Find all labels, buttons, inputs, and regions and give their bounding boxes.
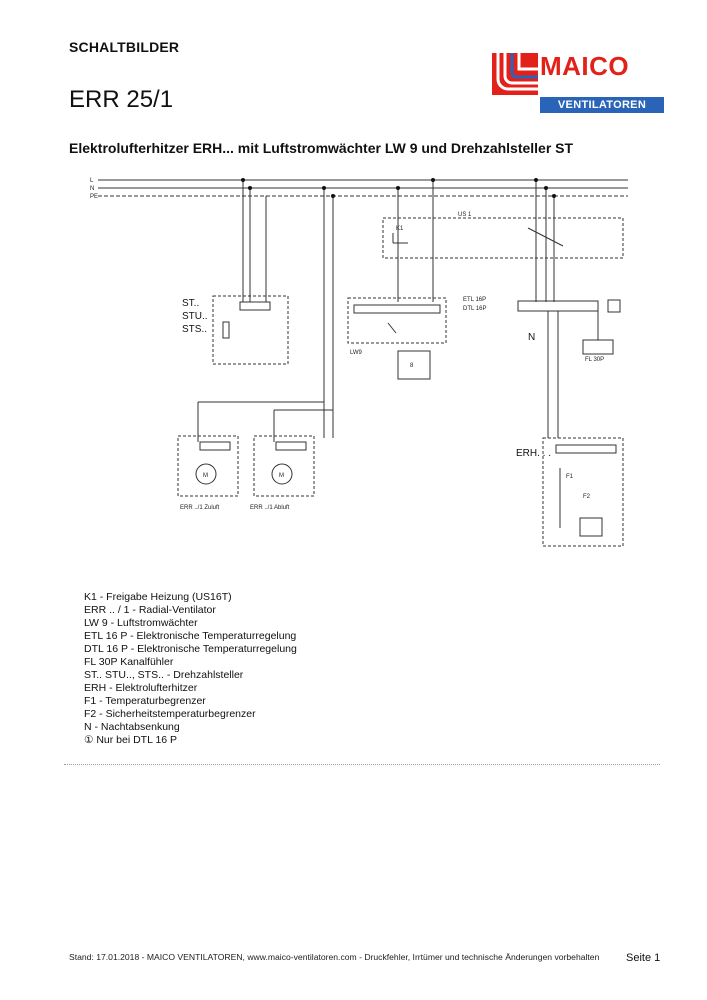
bus-label-l: L [90, 178, 94, 184]
fan-supply-label: ERR ../1 Zuluft [180, 505, 220, 511]
st-label-3: STS.. [182, 324, 207, 335]
st-label-1: ST.. [182, 298, 199, 309]
dtl-label: DTL 16P [463, 306, 486, 312]
brand-logo: MAICO VENTILATOREN [488, 47, 664, 115]
f1-label: F1 [566, 474, 574, 480]
us-label: US 1 [458, 212, 472, 218]
logo-brand-name: MAICO [540, 51, 630, 81]
legend-item: F1 - Temperaturbegrenzer [84, 695, 206, 707]
motor-label-supply: M [203, 473, 208, 479]
etl-label: ETL 16P [463, 297, 486, 303]
st-label-2: STU.. [182, 311, 208, 322]
legend-item: ① Nur bei DTL 16 P [84, 734, 178, 746]
legend-item: ERR .. / 1 - Radial-Ventilator [84, 604, 216, 616]
footer-text: Stand: 17.01.2018 - MAICO VENTILATOREN, … [69, 952, 600, 962]
n-label: N [528, 332, 535, 343]
erh-label: ERH. . . [516, 448, 551, 459]
divider [64, 764, 660, 765]
page-number: Seite 1 [626, 952, 661, 964]
legend-item: FL 30P Kanalfühler [84, 656, 174, 668]
legend-item: LW 9 - Luftstromwächter [84, 617, 198, 629]
logo-mark-icon [492, 53, 538, 95]
legend-item: ST.. STU.., STS.. - Drehzahlsteller [84, 669, 244, 681]
legend-item: ERH - Elektrolufterhitzer [84, 682, 198, 694]
k1-label: K1 [396, 226, 404, 232]
diagram-heading: Elektrolufterhitzer ERH... mit Luftstrom… [69, 140, 574, 156]
legend-item: N - Nachtabsenkung [84, 721, 180, 733]
legend-item: ETL 16 P - Elektronische Temperaturregel… [84, 630, 297, 642]
section-label: SCHALTBILDER [69, 39, 180, 55]
fan-exhaust-label: ERR ../1 Abluft [250, 505, 290, 511]
f2-label: F2 [583, 494, 591, 500]
legend-item: F2 - Sicherheitstemperaturbegrenzer [84, 708, 256, 720]
fl-label: FL 30P [585, 357, 604, 363]
model-title: ERR 25/1 [69, 86, 174, 113]
wiring-diagram: L N PE US 1 K1 LW9 8 ETL 16P DTL 16P FL … [90, 178, 628, 547]
legend: K1 - Freigabe Heizung (US16T) ERR .. / 1… [84, 591, 297, 747]
logo-tagline: VENTILATOREN [540, 97, 664, 113]
lw-sub-label: 8 [410, 363, 414, 369]
bus-label-n: N [90, 186, 94, 192]
legend-item: K1 - Freigabe Heizung (US16T) [84, 591, 232, 603]
bus-label-pe: PE [90, 194, 98, 200]
legend-item: DTL 16 P - Elektronische Temperaturregel… [84, 643, 297, 655]
motor-label-exhaust: M [279, 473, 284, 479]
lw-label: LW9 [350, 350, 363, 356]
